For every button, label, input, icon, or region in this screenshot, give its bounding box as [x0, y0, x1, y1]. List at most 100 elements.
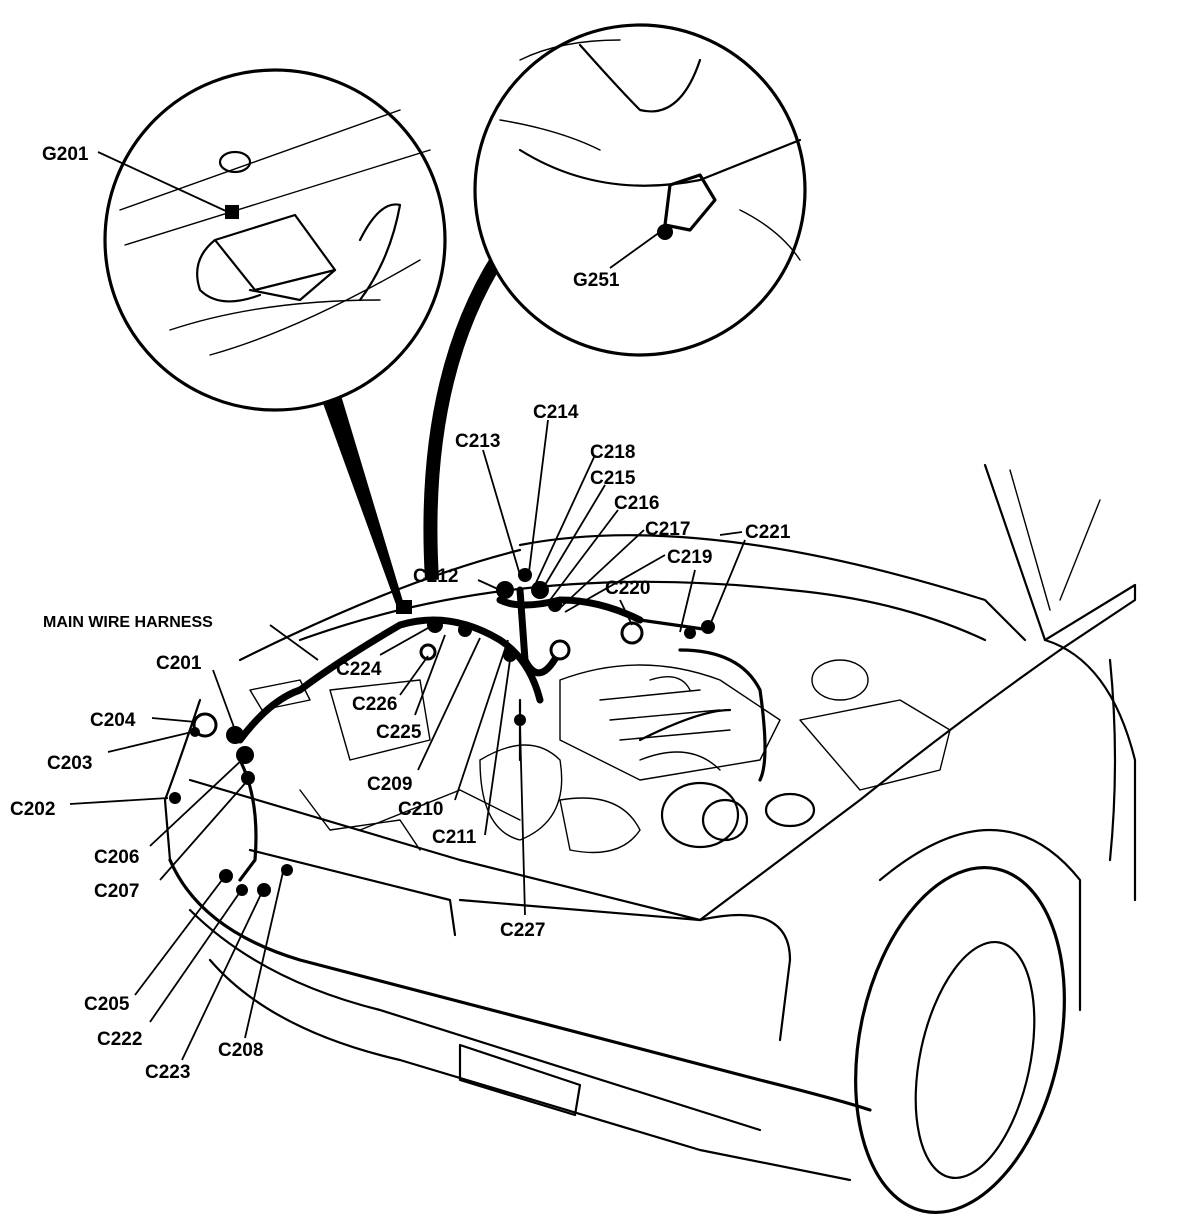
connector-markers — [169, 568, 715, 897]
label-c225: C225 — [376, 722, 422, 743]
fuse-box — [249, 679, 311, 711]
harness-rear-loop — [678, 648, 767, 782]
leader-c224 — [379, 627, 429, 656]
leader-c205 — [134, 879, 223, 996]
bumper-lower — [208, 958, 852, 1182]
connector-c211-blob — [503, 648, 517, 662]
detail-g201-circle — [103, 68, 447, 412]
leader-c225 — [414, 634, 446, 716]
leader-c211 — [484, 659, 511, 836]
label-c202: C202 — [10, 799, 55, 820]
leader-g251 — [609, 231, 661, 269]
bumper-middle — [188, 908, 762, 1132]
label-g251: G251 — [573, 270, 620, 291]
label-c216: C216 — [614, 493, 659, 514]
detail-g251-terminal — [657, 224, 673, 240]
detail-g251-line-2 — [499, 119, 601, 151]
connector-c205-blob — [219, 869, 233, 883]
detail-g251-line-3 — [739, 209, 801, 261]
label-c211: C211 — [432, 827, 477, 848]
leader-g201 — [97, 151, 229, 213]
front-panel-lower — [248, 848, 457, 937]
detail-g251-circle — [473, 23, 807, 357]
leader-c218 — [534, 454, 596, 586]
detail-g201-terminal — [225, 205, 239, 219]
leader-c213 — [482, 449, 521, 576]
front-tire — [854, 865, 1066, 1215]
leader-c206 — [149, 756, 246, 847]
alternator — [660, 781, 740, 849]
connector-c201-blob — [226, 726, 244, 744]
oil-cap — [764, 792, 816, 828]
air-box — [799, 699, 951, 791]
leader-c222 — [149, 891, 241, 1023]
hood-latch-line — [458, 898, 702, 922]
leader-c212 — [477, 579, 501, 591]
detail-g201-hole — [218, 150, 252, 174]
leader-c202 — [69, 797, 169, 805]
leader-harness — [269, 624, 319, 661]
fender-contour — [1108, 658, 1117, 862]
front-panel-top — [188, 778, 702, 922]
label-c213: C213 — [455, 431, 500, 452]
reservoir — [811, 659, 869, 701]
leader-c201 — [212, 669, 236, 731]
leader-c209 — [417, 637, 481, 771]
leader-c208 — [244, 871, 284, 1039]
detail-g251-body — [518, 138, 802, 187]
connector-c225-blob — [419, 643, 437, 661]
label-c223: C223 — [145, 1062, 190, 1083]
connector-c202-blob — [169, 792, 181, 804]
leader-c220 — [619, 599, 633, 626]
leader-c219 — [679, 569, 696, 633]
fog-lamp-cutout — [458, 1043, 582, 1117]
leader-lines — [69, 151, 746, 1061]
leader-c217 — [559, 529, 645, 609]
connector-c209-blob — [458, 623, 472, 637]
label-c221: C221 — [745, 522, 791, 543]
valve-cover-ribs — [599, 689, 731, 741]
detail-g201-line-2 — [124, 149, 431, 246]
detail-g251-pointer — [423, 251, 506, 581]
connector-c212-blob — [496, 581, 514, 599]
label-c204: C204 — [90, 710, 136, 731]
connector-c206-blob — [236, 746, 254, 764]
detail-g201-wire — [196, 238, 262, 303]
label-c214: C214 — [533, 402, 579, 423]
detail-g201-line-3 — [169, 299, 381, 331]
label-main-wire-harness: MAIN WIRE HARNESS — [43, 614, 213, 631]
label-c226: C226 — [352, 694, 397, 715]
radiator-top — [359, 789, 521, 831]
detail-g201-line-4 — [209, 259, 421, 356]
hood-edge — [983, 463, 1137, 652]
leader-c226 — [399, 655, 429, 696]
harness-right-branch — [638, 618, 712, 632]
leader-c215 — [541, 484, 606, 591]
leader-c214 — [527, 419, 549, 581]
label-c201: C201 — [156, 653, 202, 674]
harness-upper-run — [496, 596, 644, 624]
detail-g201-relay-side — [248, 268, 337, 302]
leader-c204 — [151, 717, 197, 723]
label-c210: C210 — [398, 799, 443, 820]
alternator-pulley — [701, 798, 749, 842]
label-c218: C218 — [590, 442, 635, 463]
battery — [329, 679, 431, 761]
leader-c216 — [549, 509, 619, 601]
label-c215: C215 — [590, 468, 636, 489]
leader-c227 — [519, 724, 526, 916]
bay-left-edge — [238, 548, 522, 662]
right-fender-inner — [698, 648, 1062, 922]
radiator-bracket — [299, 789, 421, 851]
detail-g201 — [103, 68, 447, 610]
headlamp-right — [698, 913, 792, 1042]
wheel-arch — [878, 829, 1082, 1012]
hood-crease — [1009, 469, 1051, 611]
bay-rear-line — [298, 580, 987, 642]
label-g201: G201 — [42, 144, 89, 165]
label-c206: C206 — [94, 847, 139, 868]
distributor — [479, 744, 563, 841]
leader-c223 — [181, 891, 263, 1061]
leader-c221 — [709, 539, 746, 626]
label-c212: C212 — [413, 566, 458, 587]
